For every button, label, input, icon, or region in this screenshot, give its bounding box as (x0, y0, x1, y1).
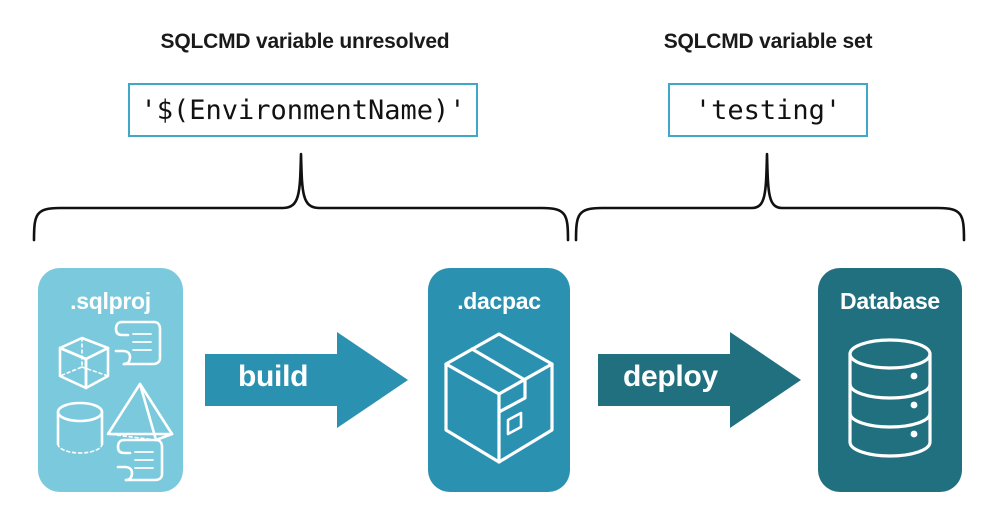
heading-sqlcmd-variable-set: SQLCMD variable set (663, 30, 873, 53)
card-dacpac-label: .dacpac (457, 288, 541, 314)
cylinder-icon (56, 401, 104, 454)
arrow-deploy (598, 332, 801, 428)
card-sqlproj-label: .sqlproj (70, 288, 151, 314)
heading-sqlcmd-variable-unresolved: SQLCMD variable unresolved (160, 30, 450, 53)
scroll-icon-bottom (116, 438, 164, 482)
value-box-unresolved: '$(EnvironmentName)' (128, 83, 478, 137)
card-dacpac: .dacpac (428, 268, 570, 492)
card-database-label: Database (840, 288, 940, 314)
value-box-set: 'testing' (668, 83, 868, 137)
brace-right (574, 152, 966, 242)
card-sqlproj: .sqlproj (38, 268, 183, 492)
pyramid-icon (106, 382, 174, 442)
package-box-icon (444, 332, 554, 464)
dacpac-artwork (444, 332, 554, 464)
scroll-icon-top (114, 320, 162, 366)
brace-left (32, 152, 570, 242)
arrow-build (205, 332, 408, 428)
database-artwork (848, 338, 932, 458)
sqlproj-artwork (56, 320, 174, 482)
database-cylinder-icon (848, 338, 932, 458)
cube-icon (58, 336, 110, 390)
card-database: Database (818, 268, 962, 492)
